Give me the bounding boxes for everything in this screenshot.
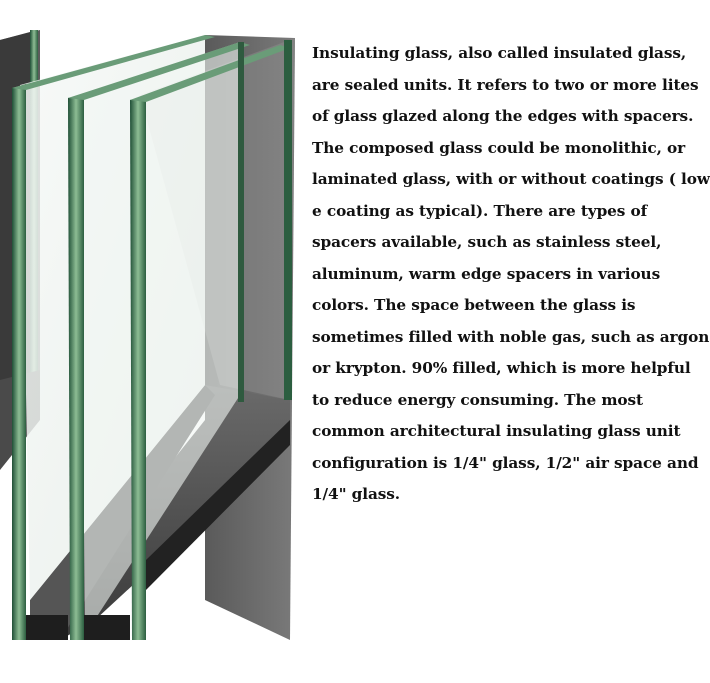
- glass-edge-top: [12, 35, 290, 102]
- description-line: e coating as typical). There are types o…: [312, 201, 648, 220]
- glass-edge-front: [12, 84, 146, 640]
- description-line: aluminum, warm edge spacers in various: [312, 264, 661, 283]
- description-line: configuration is 1/4" glass, 1/2" air sp…: [312, 453, 699, 472]
- insulated-glass-unit-illustration: [0, 30, 295, 640]
- description-line: common architectural insulating glass un…: [312, 422, 681, 440]
- description-line: 1/4" glass.: [312, 485, 401, 503]
- insulating-glass-description: Insulating glass, also called insulated …: [312, 38, 710, 511]
- inner-glass-pane: [80, 42, 240, 635]
- description-line: Insulating glass, also called insulated …: [312, 44, 687, 62]
- description-line: laminated glass, with or without coating…: [312, 170, 710, 188]
- description-line: The composed glass could be monolithic, …: [312, 138, 686, 157]
- description-line: colors. The space between the glass is: [312, 296, 636, 314]
- description-line: sometimes filled with noble gas, such as…: [312, 327, 710, 346]
- description-line: to reduce energy consuming. The most: [312, 390, 643, 409]
- description-line: or krypton. 90% filled, which is more he…: [312, 359, 691, 377]
- description-line: are sealed units. It refers to two or mo…: [312, 75, 699, 94]
- description-line: of glass glazed along the edges with spa…: [312, 107, 694, 125]
- spacer-bars: [26, 420, 290, 640]
- glass-edge-right: [238, 40, 292, 402]
- description-line: spacers available, such as stainless ste…: [312, 233, 662, 251]
